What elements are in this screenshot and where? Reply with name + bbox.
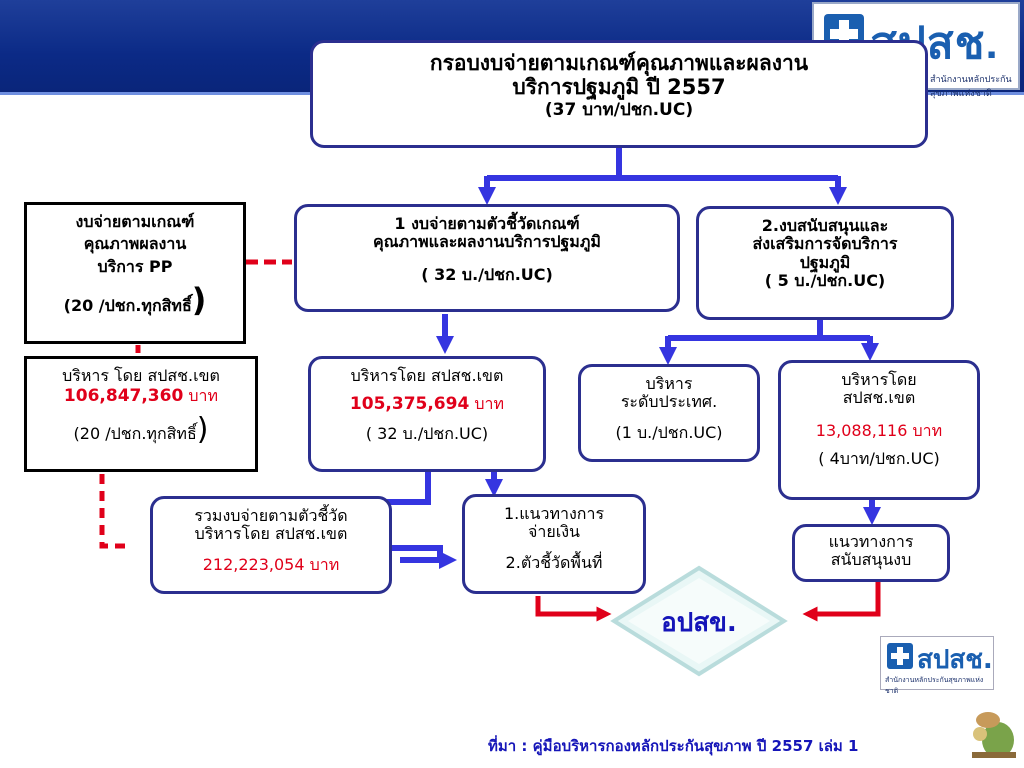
connector-guide-diamond (535, 596, 612, 622)
nhso-logo-small: สปสช. สำนักงานหลักประกันสุขภาพแห่งชาติ (880, 636, 994, 695)
connector-title-box1 (487, 175, 838, 196)
national-admin-box: บริหาร ระดับประเทศ. (1 บ./ปชก.UC) (578, 364, 760, 462)
guide-line2: จ่ายเงิน (528, 522, 580, 542)
box2-line3: ปฐมภูมิ (799, 252, 851, 272)
source-citation: ที่มา : คู่มือบริหารกองหลักประกันสุขภาพ … (488, 737, 859, 755)
pp-region-unit: บาท (188, 386, 219, 406)
pp-region-paren: ) (196, 411, 209, 447)
national-line1: บริหาร (645, 374, 693, 393)
guide-line1: 1.แนวทางการ (503, 504, 605, 523)
national-line3: (1 บ./ปชก.UC) (615, 422, 723, 442)
diamond-label: อปสข. (661, 608, 737, 638)
region-admin-box: บริหารโดย สปสช.เขต 105,375,694 บาท ( 32 … (308, 356, 546, 472)
pp-line2: คุณภาพผลงาน (83, 234, 187, 254)
total-line1: รวมงบจ่ายตามตัวชี้วัด (194, 506, 348, 525)
support-line2: สนับสนุนงบ (830, 550, 912, 570)
cross-icon-small (887, 643, 913, 669)
total-amount: 212,223,054 บาท (202, 554, 340, 574)
box2-line4: ( 5 บ./ปชก.UC) (764, 271, 886, 291)
region2-line4: ( 4บาท/ปชก.UC) (818, 449, 940, 469)
region2-line1: บริหารโดย (841, 370, 917, 389)
logo-small-name: สปสช. (917, 645, 993, 675)
box1-line2: คุณภาพและผลงานบริการปฐมภูมิ (373, 232, 601, 252)
region1-line1: บริหารโดย สปสช.เขต (350, 366, 504, 385)
national-line2: ระดับประเทศ. (620, 392, 718, 412)
guide-line3: 2.ตัวชี้วัดพื้นที่ (505, 552, 603, 572)
title-line2: บริการปฐมภูมิ ปี 2557 (512, 75, 726, 100)
connector-box2-split (665, 320, 873, 358)
mascot-figure-icon (972, 712, 1016, 758)
box2-line2: ส่งเสริมการจัดบริการ (752, 234, 898, 254)
pp-region-amount: 106,847,360 (63, 386, 184, 407)
support-line1: แนวทางการ (828, 532, 914, 551)
total-line2: บริหารโดย สปสช.เขต (194, 524, 348, 544)
logo-small-subtitle: สำนักงานหลักประกันสุขภาพแห่งชาติ (885, 676, 984, 695)
box2-line1: 2.งบสนับสนุนและ (761, 216, 889, 235)
support-guideline-box: แนวทางการ สนับสนุนงบ (792, 524, 950, 582)
pp-region-box: บริหาร โดย สปสช.เขต 106,847,360 บาท (20 … (24, 356, 258, 472)
title-box: กรอบงบจ่ายตามเกณฑ์คุณภาพและผลงาน บริการป… (310, 40, 928, 148)
region2-amount: 13,088,116 บาท (815, 420, 943, 440)
logo-subtitle: สำนักงานหลักประกันสุขภาพแห่งชาติ (930, 75, 1012, 99)
pp-region-line1: บริหาร โดย สปสช.เขต (62, 366, 220, 385)
connector-pp-total (99, 474, 128, 549)
region1-unit: บาท (474, 394, 505, 414)
guideline-box: 1.แนวทางการ จ่ายเงิน 2.ตัวชี้วัดพื้นที่ (462, 494, 646, 594)
pp-paren: ) (191, 281, 207, 320)
pp-budget-box: งบจ่ายตามเกณฑ์ คุณภาพผลงาน บริการ PP (20… (24, 202, 246, 344)
total-budget-box: รวมงบจ่ายตามตัวชี้วัด บริหารโดย สปสช.เขต… (150, 496, 392, 594)
region1-line3: ( 32 บ./ปชก.UC) (365, 423, 489, 443)
connector-support-diamond (802, 580, 881, 622)
pp-line3: บริการ PP (97, 256, 173, 276)
title-line1: กรอบงบจ่ายตามเกณฑ์คุณภาพและผลงาน (429, 51, 809, 75)
title-line3: (37 บาท/ปชก.UC) (544, 100, 694, 121)
region-support-box: บริหารโดย สปสช.เขต 13,088,116 บาท ( 4บาท… (778, 360, 980, 500)
pp-line1: งบจ่ายตามเกณฑ์ (75, 212, 195, 231)
support-budget-box: 2.งบสนับสนุนและ ส่งเสริมการจัดบริการ ปฐม… (696, 206, 954, 320)
region2-line2: สปสช.เขต (842, 388, 916, 408)
box1-line3: ( 32 บ./ปชก.UC) (421, 264, 553, 284)
pp-region-line3: (20 /ปชก.ทุกสิทธิ์ (73, 423, 197, 443)
indicator-budget-box: 1 งบจ่ายตามตัวชี้วัดเกณฑ์ คุณภาพและผลงาน… (294, 204, 680, 312)
pp-line4: (20 /ปชก.ทุกสิทธิ์ (63, 296, 192, 316)
region1-amount: 105,375,694 (349, 394, 470, 415)
box1-line1: 1 งบจ่ายตามตัวชี้วัดเกณฑ์ (394, 214, 580, 233)
